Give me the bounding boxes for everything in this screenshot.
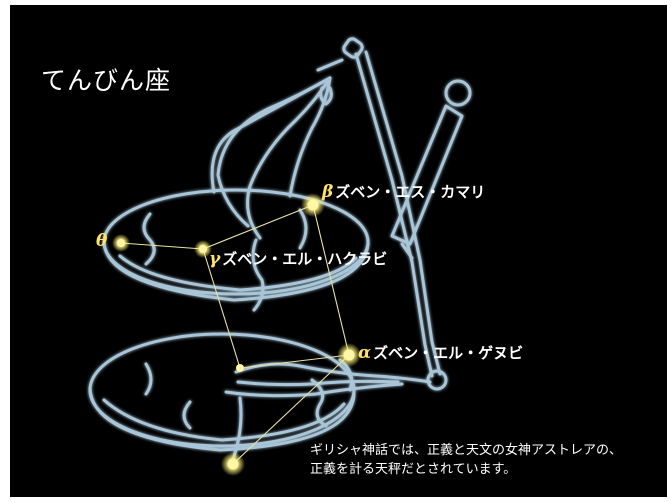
name-gamma: ズベン・エル・ハクラビ [222,250,388,268]
label-theta: θ [96,231,109,251]
name-alpha: ズベン・エル・ゲヌビ [373,344,524,362]
stars [112,193,361,476]
greek-beta: β [322,182,334,202]
upper-pan-ropes [142,58,344,312]
greek-gamma: γ [209,249,221,269]
star-minor [236,364,244,372]
upper-pan [102,188,370,302]
greek-alpha: α [358,343,372,363]
caption-line-2: 正義を計る天秤だとされています。 [310,462,517,477]
balance-beam [342,37,472,391]
constellation-lines [120,204,350,465]
greek-theta: θ [96,231,108,251]
caption-line-1: ギリシャ神話では、正義と天文の女神アストレアの、 [310,443,623,458]
lower-pan [88,332,356,452]
constellation-title: てんびん座 [41,66,172,95]
name-beta: ズベン・エス・カマリ [335,183,486,201]
mythology-caption: ギリシャ神話では、正義と天文の女神アストレアの、 正義を計る天秤だとされています… [310,441,622,479]
